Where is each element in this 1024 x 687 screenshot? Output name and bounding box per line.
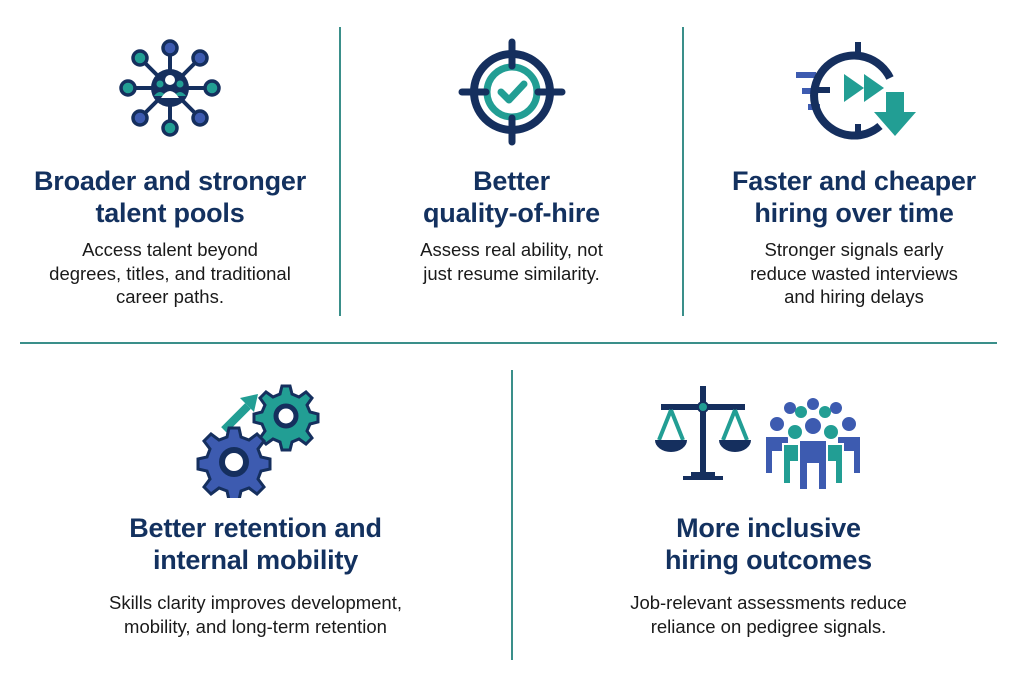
scales-people-icon	[655, 386, 862, 491]
divider-horizontal	[20, 342, 997, 344]
divider-vertical-bottom	[511, 370, 513, 660]
fast-forward-clock-icon	[796, 42, 916, 140]
network-people-icon	[119, 39, 221, 137]
target-check-icon	[458, 38, 566, 146]
divider-vertical-top-left	[339, 27, 341, 316]
benefit-description: Skills clarity improves development,mobi…	[108, 592, 403, 637]
gears-arrow-icon	[196, 384, 320, 498]
divider-vertical-top-right	[682, 27, 684, 316]
